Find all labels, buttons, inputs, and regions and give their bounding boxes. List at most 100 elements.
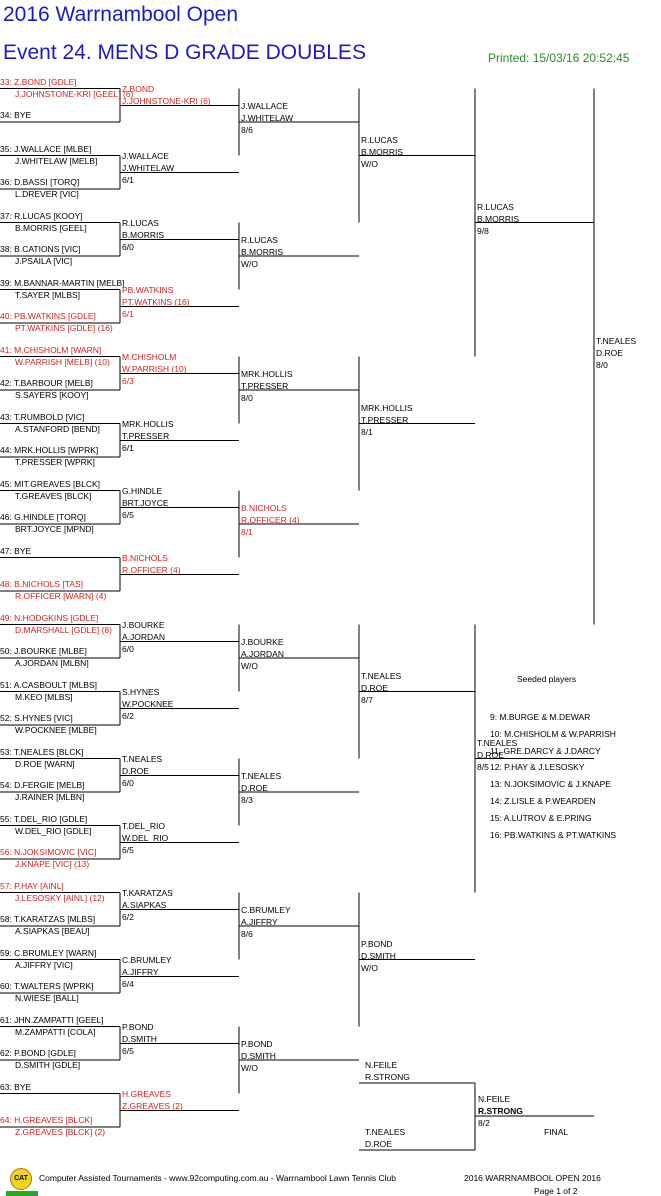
- winner-name-1: J.WALLACE: [241, 101, 288, 111]
- entry-line-2: D.SMITH [GDLE]: [15, 1060, 81, 1070]
- entry-line-2: M.ZAMPATTI [COLA]: [15, 1026, 96, 1037]
- winner-name-2: D.ROE: [122, 766, 149, 777]
- entry-line-1: 52: S.HYNES [VIC]: [0, 713, 73, 723]
- tournament-title: 2016 Warrnambool Open: [3, 3, 239, 26]
- entry-line-2: Z.GREAVES [BLCK] (2): [15, 1127, 106, 1137]
- match-score: W/O: [241, 259, 258, 269]
- entry-line-1: 55: T.DEL_RIO [GDLE]: [0, 813, 88, 824]
- winner-name-1: R.LUCAS: [361, 134, 398, 145]
- entry-line-1: 48: B.NICHOLS [TAS]: [0, 579, 83, 589]
- winner-name-2: B.MORRIS: [477, 213, 520, 224]
- match-score: 9/8: [477, 225, 489, 236]
- match-score: 6/1: [122, 309, 134, 320]
- entry-line-1: 62: P.BOND [GDLE]: [0, 1048, 76, 1058]
- footer-page: Page 1 of 2: [534, 1186, 578, 1196]
- winner-name-2: D.SMITH: [241, 1051, 276, 1061]
- entry-line-2: S.SAYERS [KOOY]: [15, 390, 89, 400]
- entry-line-1: 44: MRK.HOLLIS [WPRK]: [0, 445, 99, 455]
- entry-line-1: 46: G.HINDLE [TORQ]: [0, 512, 86, 522]
- entry-line-1: 45: MIT.GREAVES [BLCK]: [0, 478, 100, 489]
- entry-line-1: 42: T.BARBOUR [MELB]: [0, 378, 93, 388]
- winner-name-2: D.ROE: [596, 347, 623, 358]
- winner-name-1: MRK.HOLLIS: [122, 419, 174, 430]
- entry-line-2: A.STANFORD [BEND]: [15, 423, 100, 434]
- winner-name-1: PB.WATKINS: [122, 285, 174, 296]
- entry-line-1: 57: P.HAY [AINL]: [0, 880, 64, 891]
- entry-line-1: 50: J.BOURKE [MLBE]: [0, 646, 87, 656]
- match-score: 8/0: [596, 359, 608, 370]
- entry-line-1: 35: J.WALLACE [MLBE]: [0, 143, 92, 154]
- entry-line-2: A.SIAPKAS [BEAU]: [15, 926, 90, 936]
- winner-name-2: J.WHITELAW: [241, 113, 294, 123]
- winner-name-2: J.WHITELAW: [122, 163, 175, 174]
- entry-line-2: T.SAYER [MLBS]: [15, 289, 81, 300]
- playoff-score: 8/2: [478, 1118, 490, 1128]
- playoff-name-1: T.NEALES: [365, 1127, 406, 1137]
- entry-line-1: 59: C.BRUMLEY [WARN]: [0, 947, 97, 958]
- winner-name-1: R.LUCAS: [477, 201, 514, 212]
- entry-line-2: W.POCKNEE [MLBE]: [15, 725, 97, 735]
- match-score: 6/2: [122, 912, 134, 923]
- entry-line-1: 40: PB.WATKINS [GDLE]: [0, 311, 96, 321]
- cat-logo-bar: [6, 1191, 38, 1196]
- footer-tournament: 2016 WARRNAMBOOL OPEN 2016: [464, 1173, 601, 1183]
- winner-name-2: B.MORRIS: [361, 146, 404, 157]
- cat-logo: CAT: [10, 1168, 32, 1190]
- winner-name-1: B.NICHOLS: [122, 553, 168, 564]
- winner-name-1: P.BOND: [122, 1022, 154, 1033]
- winner-name-1: T.NEALES: [122, 754, 163, 765]
- entry-line-1: 64: H.GREAVES [BLCK]: [0, 1115, 93, 1125]
- entry-line-2: D.ROE [WARN]: [15, 758, 75, 769]
- entry-line-1: 60: T.WALTERS [WPRK]: [0, 981, 94, 991]
- entry-line-2: B.MORRIS [GEEL]: [15, 222, 87, 233]
- seeded-players-list: 9: M.BURGE & M.DEWAR 10: M.CHISHOLM & W.…: [490, 709, 616, 843]
- winner-name-1: T.KARATZAS: [122, 888, 173, 899]
- seeded-item: 15: A.LUTROV & E.PRING: [490, 812, 592, 823]
- match-score: W/O: [241, 661, 258, 671]
- winner-name-2: W.PARRISH (10): [122, 364, 187, 375]
- entry-line-2: PT.WATKINS [GDLE] (16): [15, 323, 113, 333]
- winner-name-1: P.BOND: [241, 1039, 273, 1049]
- entry-line-2: R.OFFICER [WARN] (4): [15, 591, 107, 601]
- entry-line-1: 51: A.CASBOULT [MLBS]: [0, 679, 98, 690]
- winner-name-2: W.DEL_RIO: [122, 833, 169, 844]
- seeded-item: 14: Z.LISLE & P.WEARDEN: [490, 795, 596, 806]
- seeded-item: 9: M.BURGE & M.DEWAR: [490, 712, 591, 722]
- seeded-item: 10: M.CHISHOLM & W.PARRISH: [490, 728, 616, 739]
- winner-name-1: C.BRUMLEY: [122, 955, 172, 966]
- match-score: 8/0: [241, 393, 253, 403]
- winner-name-1: P.BOND: [361, 938, 393, 949]
- entry-line-2: T.PRESSER [WPRK]: [15, 457, 95, 467]
- winner-name-2: D.ROE: [241, 783, 268, 793]
- match-score: 6/5: [122, 845, 134, 856]
- entry-line-2: D.MARSHALL [GDLE] (8): [15, 624, 112, 635]
- winner-name-1: B.NICHOLS: [241, 503, 287, 513]
- playoff-name-2: R.STRONG: [365, 1072, 410, 1082]
- entry-line-2: L.DREVER [VIC]: [15, 189, 79, 199]
- winner-name-1: Z.BOND: [122, 84, 155, 95]
- match-score: 8/1: [361, 426, 373, 437]
- entry-line-1: 61: JHN.ZAMPATTI [GEEL]: [0, 1014, 104, 1025]
- winner-name-2: A.JIFFRY: [241, 917, 278, 927]
- entry-line-2: J.WHITELAW [MELB]: [15, 155, 98, 166]
- match-score: 8/5: [477, 761, 489, 772]
- winner-name-1: R.LUCAS: [241, 235, 278, 245]
- entry-line-1: 54: D.FERGIE [MELB]: [0, 780, 85, 790]
- match-score: 6/0: [122, 778, 134, 789]
- footer-credit: Computer Assisted Tournaments - www.92co…: [39, 1173, 397, 1183]
- printed-timestamp: Printed: 15/03/16 20:52:45: [488, 51, 630, 65]
- winner-name-2: T.PRESSER: [241, 381, 289, 391]
- match-score: 6/1: [122, 175, 134, 186]
- match-score: 6/0: [122, 644, 134, 655]
- match-score: 8/7: [361, 694, 373, 705]
- entry-line-1: 37: R.LUCAS [KOOY]: [0, 210, 83, 221]
- entry-line-2: A.JORDAN [MLBN]: [15, 658, 89, 668]
- entry-line-2: J.LESOSKY [AINL] (12): [15, 892, 105, 903]
- seeded-item: 12: P.HAY & J.LESOSKY: [490, 762, 585, 773]
- winner-name-2: D.ROE: [477, 749, 504, 760]
- entry-line-1: 63: BYE: [0, 1081, 32, 1092]
- playoff-name-1: N.FEILE: [365, 1060, 398, 1070]
- winner-name-2: D.SMITH: [122, 1034, 157, 1045]
- winner-name-2: R.OFFICER (4): [122, 565, 181, 576]
